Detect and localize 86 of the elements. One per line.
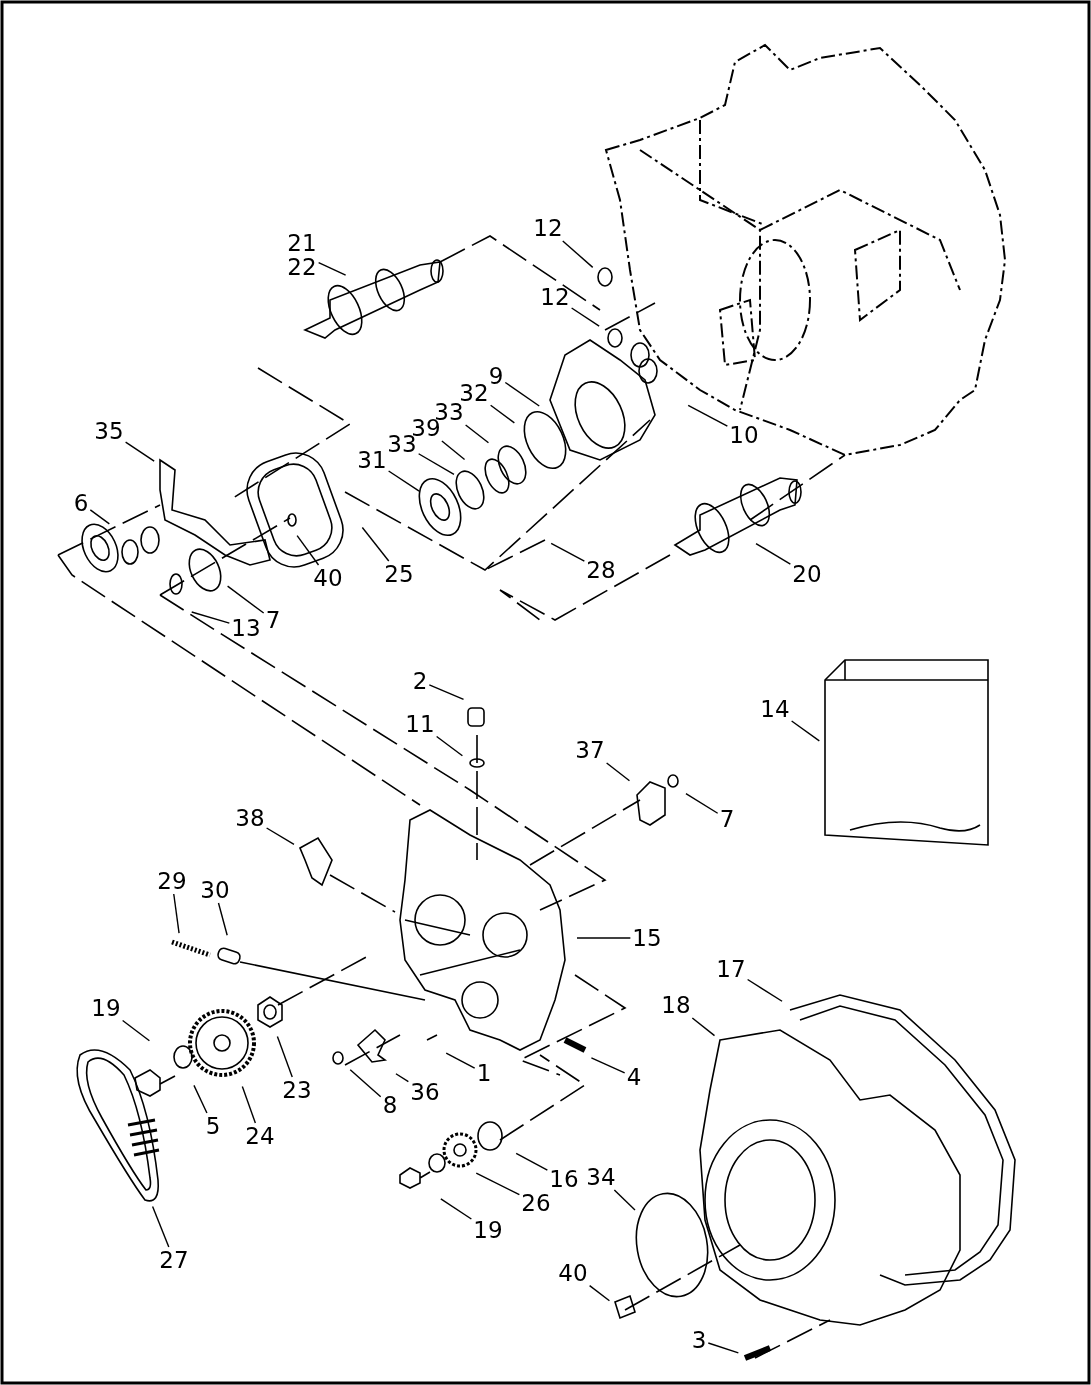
callout-number: 26 xyxy=(521,1191,551,1215)
leader-line xyxy=(613,1189,636,1211)
leader-line xyxy=(685,792,719,814)
callout-number: 34 xyxy=(586,1165,616,1189)
leader-line xyxy=(173,893,180,934)
callout-number: 9 xyxy=(488,364,504,388)
leader-line xyxy=(241,1085,257,1124)
leader-line xyxy=(395,1073,410,1083)
callout-number: 36 xyxy=(410,1080,440,1104)
leader-line xyxy=(445,1052,476,1069)
leader-line xyxy=(504,381,540,407)
callout-number: 1 xyxy=(476,1061,492,1085)
callout-number: 5 xyxy=(205,1114,221,1138)
leader-line xyxy=(349,1068,382,1098)
leader-line xyxy=(605,762,631,782)
callout-number: 40 xyxy=(313,566,343,590)
leader-line xyxy=(124,441,155,462)
leader-line xyxy=(590,1057,626,1074)
callout-number: 14 xyxy=(760,697,790,721)
leader-line xyxy=(570,307,600,327)
leader-line xyxy=(296,534,320,566)
leader-line xyxy=(435,735,464,757)
leader-line xyxy=(440,1198,473,1220)
callout-number: 22 xyxy=(287,255,317,279)
callout-number: 28 xyxy=(586,558,616,582)
callout-number: 37 xyxy=(575,738,605,762)
callout-number: 40 xyxy=(558,1261,588,1285)
callout-number: 12 xyxy=(533,216,563,240)
leader-line xyxy=(89,509,111,525)
leader-line xyxy=(588,1285,611,1302)
callout-number: 12 xyxy=(540,285,570,309)
callout-number: 30 xyxy=(200,878,230,902)
callout-number: 15 xyxy=(632,926,662,950)
leader-line xyxy=(755,542,792,565)
callout-number: 21 xyxy=(287,231,317,255)
callout-number: 35 xyxy=(94,419,124,443)
callout-number: 7 xyxy=(719,807,735,831)
leader-line xyxy=(317,261,347,276)
callout-number: 23 xyxy=(282,1078,312,1102)
leader-line xyxy=(562,240,594,269)
leader-line xyxy=(151,1205,170,1248)
callout-number: 4 xyxy=(626,1065,642,1089)
leader-line xyxy=(687,404,729,427)
leader-line xyxy=(121,1019,151,1042)
callout-number: 19 xyxy=(91,996,121,1020)
leader-line xyxy=(193,1084,208,1114)
leader-line xyxy=(475,1172,521,1196)
callout-number: 19 xyxy=(473,1218,503,1242)
callout-number: 10 xyxy=(729,423,759,447)
leader-line xyxy=(361,526,390,562)
callout-number: 20 xyxy=(792,562,822,586)
callout-number: 32 xyxy=(459,381,489,405)
leader-line xyxy=(691,1017,716,1037)
callout-number: 7 xyxy=(265,608,281,632)
callout-number: 31 xyxy=(357,448,387,472)
leader-line xyxy=(191,611,231,624)
leader-line xyxy=(489,404,516,424)
callout-number: 2 xyxy=(412,669,428,693)
leader-line xyxy=(576,937,632,939)
leader-line xyxy=(441,440,466,461)
leader-line xyxy=(217,902,228,936)
callout-number: 24 xyxy=(245,1124,275,1148)
callout-number: 18 xyxy=(661,993,691,1017)
callout-number: 3 xyxy=(691,1328,707,1352)
leader-line xyxy=(707,1342,740,1354)
leader-line xyxy=(790,720,821,742)
callout-number: 11 xyxy=(405,712,435,736)
leader-line xyxy=(464,424,490,444)
leader-line xyxy=(515,1152,549,1171)
callout-number: 16 xyxy=(549,1167,579,1191)
callout-number: 38 xyxy=(235,806,265,830)
leader-line xyxy=(387,470,420,492)
callout-number: 25 xyxy=(384,562,414,586)
leader-line xyxy=(417,453,455,476)
callout-number: 6 xyxy=(73,491,89,515)
callout-number: 8 xyxy=(382,1093,398,1117)
callout-number: 29 xyxy=(157,869,187,893)
leader-line xyxy=(265,827,295,846)
leader-line xyxy=(428,684,465,700)
callout-number: 13 xyxy=(231,616,261,640)
leader-line xyxy=(276,1035,293,1078)
callout-number: 27 xyxy=(159,1248,189,1272)
leader-line xyxy=(550,542,586,562)
leader-line xyxy=(746,978,783,1002)
callout-number: 17 xyxy=(716,957,746,981)
leader-line xyxy=(226,585,265,614)
